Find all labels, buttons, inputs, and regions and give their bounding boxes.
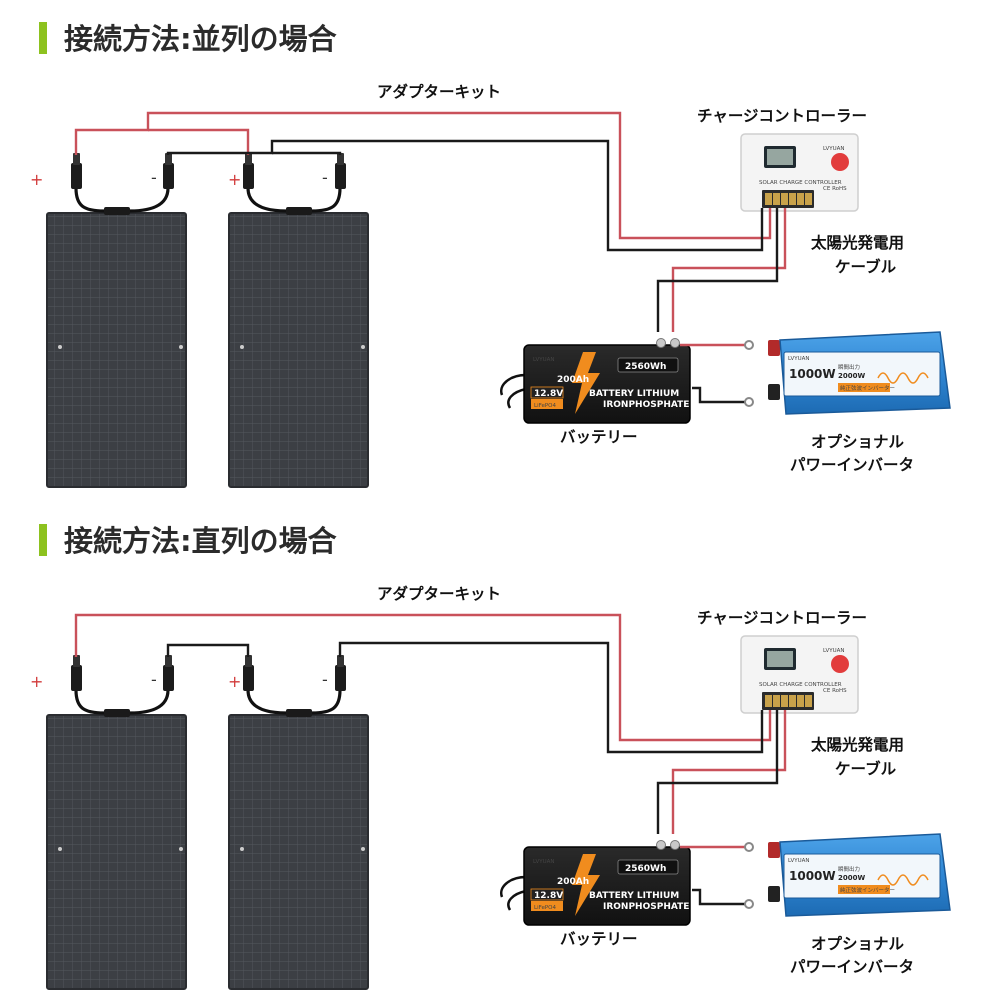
inverter-label-line2: パワーインバータ (790, 958, 914, 976)
panel-2-negative-branch-wire (272, 151, 342, 155)
panel-leads (74, 187, 342, 215)
controller-button (831, 655, 849, 673)
controller-brand: LVYUAN (823, 146, 844, 152)
battery-to-inverter-negative-wire (692, 386, 745, 404)
battery-voltage: 12.8V (534, 389, 563, 399)
battery-text-line1: BATTERY LITHIUM (589, 891, 679, 901)
inverter-rated-power: 1000W (789, 367, 836, 381)
panel-2-positive-mark: + (228, 672, 241, 691)
inverter-peak-power: 2000W (838, 874, 865, 882)
inverter-label-line1: オプショナル (811, 432, 905, 451)
solar-panel-2 (228, 714, 369, 990)
battery-label: バッテリー (560, 930, 638, 948)
battery: 2560Wh LVYUAN 200Ah 12.8V LiFePO4 BATTER… (499, 338, 691, 424)
solar-panel-1 (46, 714, 187, 990)
battery-label: バッテリー (560, 428, 638, 446)
inverter-peak-power: 2000W (838, 372, 865, 380)
charge-controller-label: チャージコントローラー (697, 107, 867, 125)
inverter-type: 純正弦波インバーター (840, 886, 895, 894)
solar-cable-label-line1: 太陽光発電用 (811, 233, 904, 252)
section-parallel: 接続方法:並列の場合 アダプターキット (30, 22, 951, 488)
battery-energy: 2560Wh (625, 864, 666, 874)
battery-chemistry: LiFePO4 (534, 403, 556, 409)
power-inverter: LVYUAN 1000W 瞬間出力 2000W 純正弦波インバーター (768, 331, 951, 415)
panel-2-negative-mark: - (322, 670, 328, 689)
series-link-wire (166, 643, 250, 657)
controller-to-battery-positive-wire (671, 710, 787, 834)
battery-chemistry: LiFePO4 (534, 905, 556, 911)
controller-to-battery-negative-wire (656, 710, 779, 834)
mc4-connectors (71, 655, 346, 691)
battery-brand: LVYUAN (533, 859, 554, 865)
solar-panel-1 (46, 212, 187, 488)
inverter-peak-label: 瞬間出力 (838, 865, 860, 873)
controller-title-text: SOLAR CHARGE CONTROLLER (759, 180, 842, 186)
battery-energy: 2560Wh (625, 362, 666, 372)
panel-1-negative-mark: - (151, 168, 157, 187)
adapter-kit-label: アダプターキット (377, 584, 501, 603)
solar-cable-label-line2: ケーブル (835, 759, 897, 778)
inverter-peak-label: 瞬間出力 (838, 363, 860, 371)
adapter-negative-wire (338, 641, 764, 754)
section-heading: 接続方法:並列の場合 (64, 22, 337, 56)
battery: 2560Wh LVYUAN 200Ah 12.8V LiFePO4 BATTER… (499, 840, 691, 926)
charge-controller-label: チャージコントローラー (697, 609, 867, 627)
panel-1-positive-mark: + (30, 672, 43, 691)
controller-to-battery-positive-wire (671, 208, 787, 332)
charge-controller: LVYUAN SOLAR CHARGE CONTROLLER CE RoHS (740, 635, 859, 714)
controller-brand: LVYUAN (823, 648, 844, 654)
heading-accent-bar (39, 524, 47, 556)
adapter-negative-wire (166, 139, 764, 252)
inverter-label-line1: オプショナル (811, 934, 905, 953)
battery-capacity: 200Ah (557, 877, 589, 887)
controller-marks: CE RoHS (823, 186, 847, 192)
solar-cable-label-line2: ケーブル (835, 257, 897, 276)
controller-button (831, 153, 849, 171)
adapter-positive-wire (74, 111, 772, 240)
panel-1-negative-mark: - (151, 670, 157, 689)
adapter-positive-wire (74, 613, 772, 742)
battery-capacity: 200Ah (557, 375, 589, 385)
heading-accent-bar (39, 22, 47, 54)
panel-1-positive-mark: + (30, 170, 43, 189)
panel-2-positive-branch-wire (148, 128, 250, 155)
panel-leads (74, 689, 342, 717)
charge-controller: LVYUAN SOLAR CHARGE CONTROLLER CE RoHS (740, 133, 859, 212)
panel-2-positive-mark: + (228, 170, 241, 189)
controller-marks: CE RoHS (823, 688, 847, 694)
inverter-brand: LVYUAN (788, 858, 809, 864)
battery-text-line2: IRONPHOSPHATE (603, 400, 689, 410)
section-series: 接続方法:直列の場合 アダプターキット (30, 524, 951, 990)
panel-2-negative-mark: - (322, 168, 328, 187)
inverter-type: 純正弦波インバーター (840, 384, 895, 392)
adapter-kit-label: アダプターキット (377, 82, 501, 101)
battery-text-line2: IRONPHOSPHATE (603, 902, 689, 912)
inverter-label-line2: パワーインバータ (790, 456, 914, 474)
controller-title-text: SOLAR CHARGE CONTROLLER (759, 682, 842, 688)
mc4-connectors (71, 153, 346, 189)
section-heading: 接続方法:直列の場合 (64, 524, 337, 558)
power-inverter: LVYUAN 1000W 瞬間出力 2000W 純正弦波インバーター (768, 833, 951, 917)
battery-to-inverter-negative-wire (692, 888, 745, 906)
solar-panel-2 (228, 212, 369, 488)
inverter-rated-power: 1000W (789, 869, 836, 883)
solar-cable-label-line1: 太陽光発電用 (811, 735, 904, 754)
inverter-brand: LVYUAN (788, 356, 809, 362)
controller-to-battery-negative-wire (656, 208, 779, 332)
battery-voltage: 12.8V (534, 891, 563, 901)
battery-text-line1: BATTERY LITHIUM (589, 389, 679, 399)
battery-brand: LVYUAN (533, 357, 554, 363)
